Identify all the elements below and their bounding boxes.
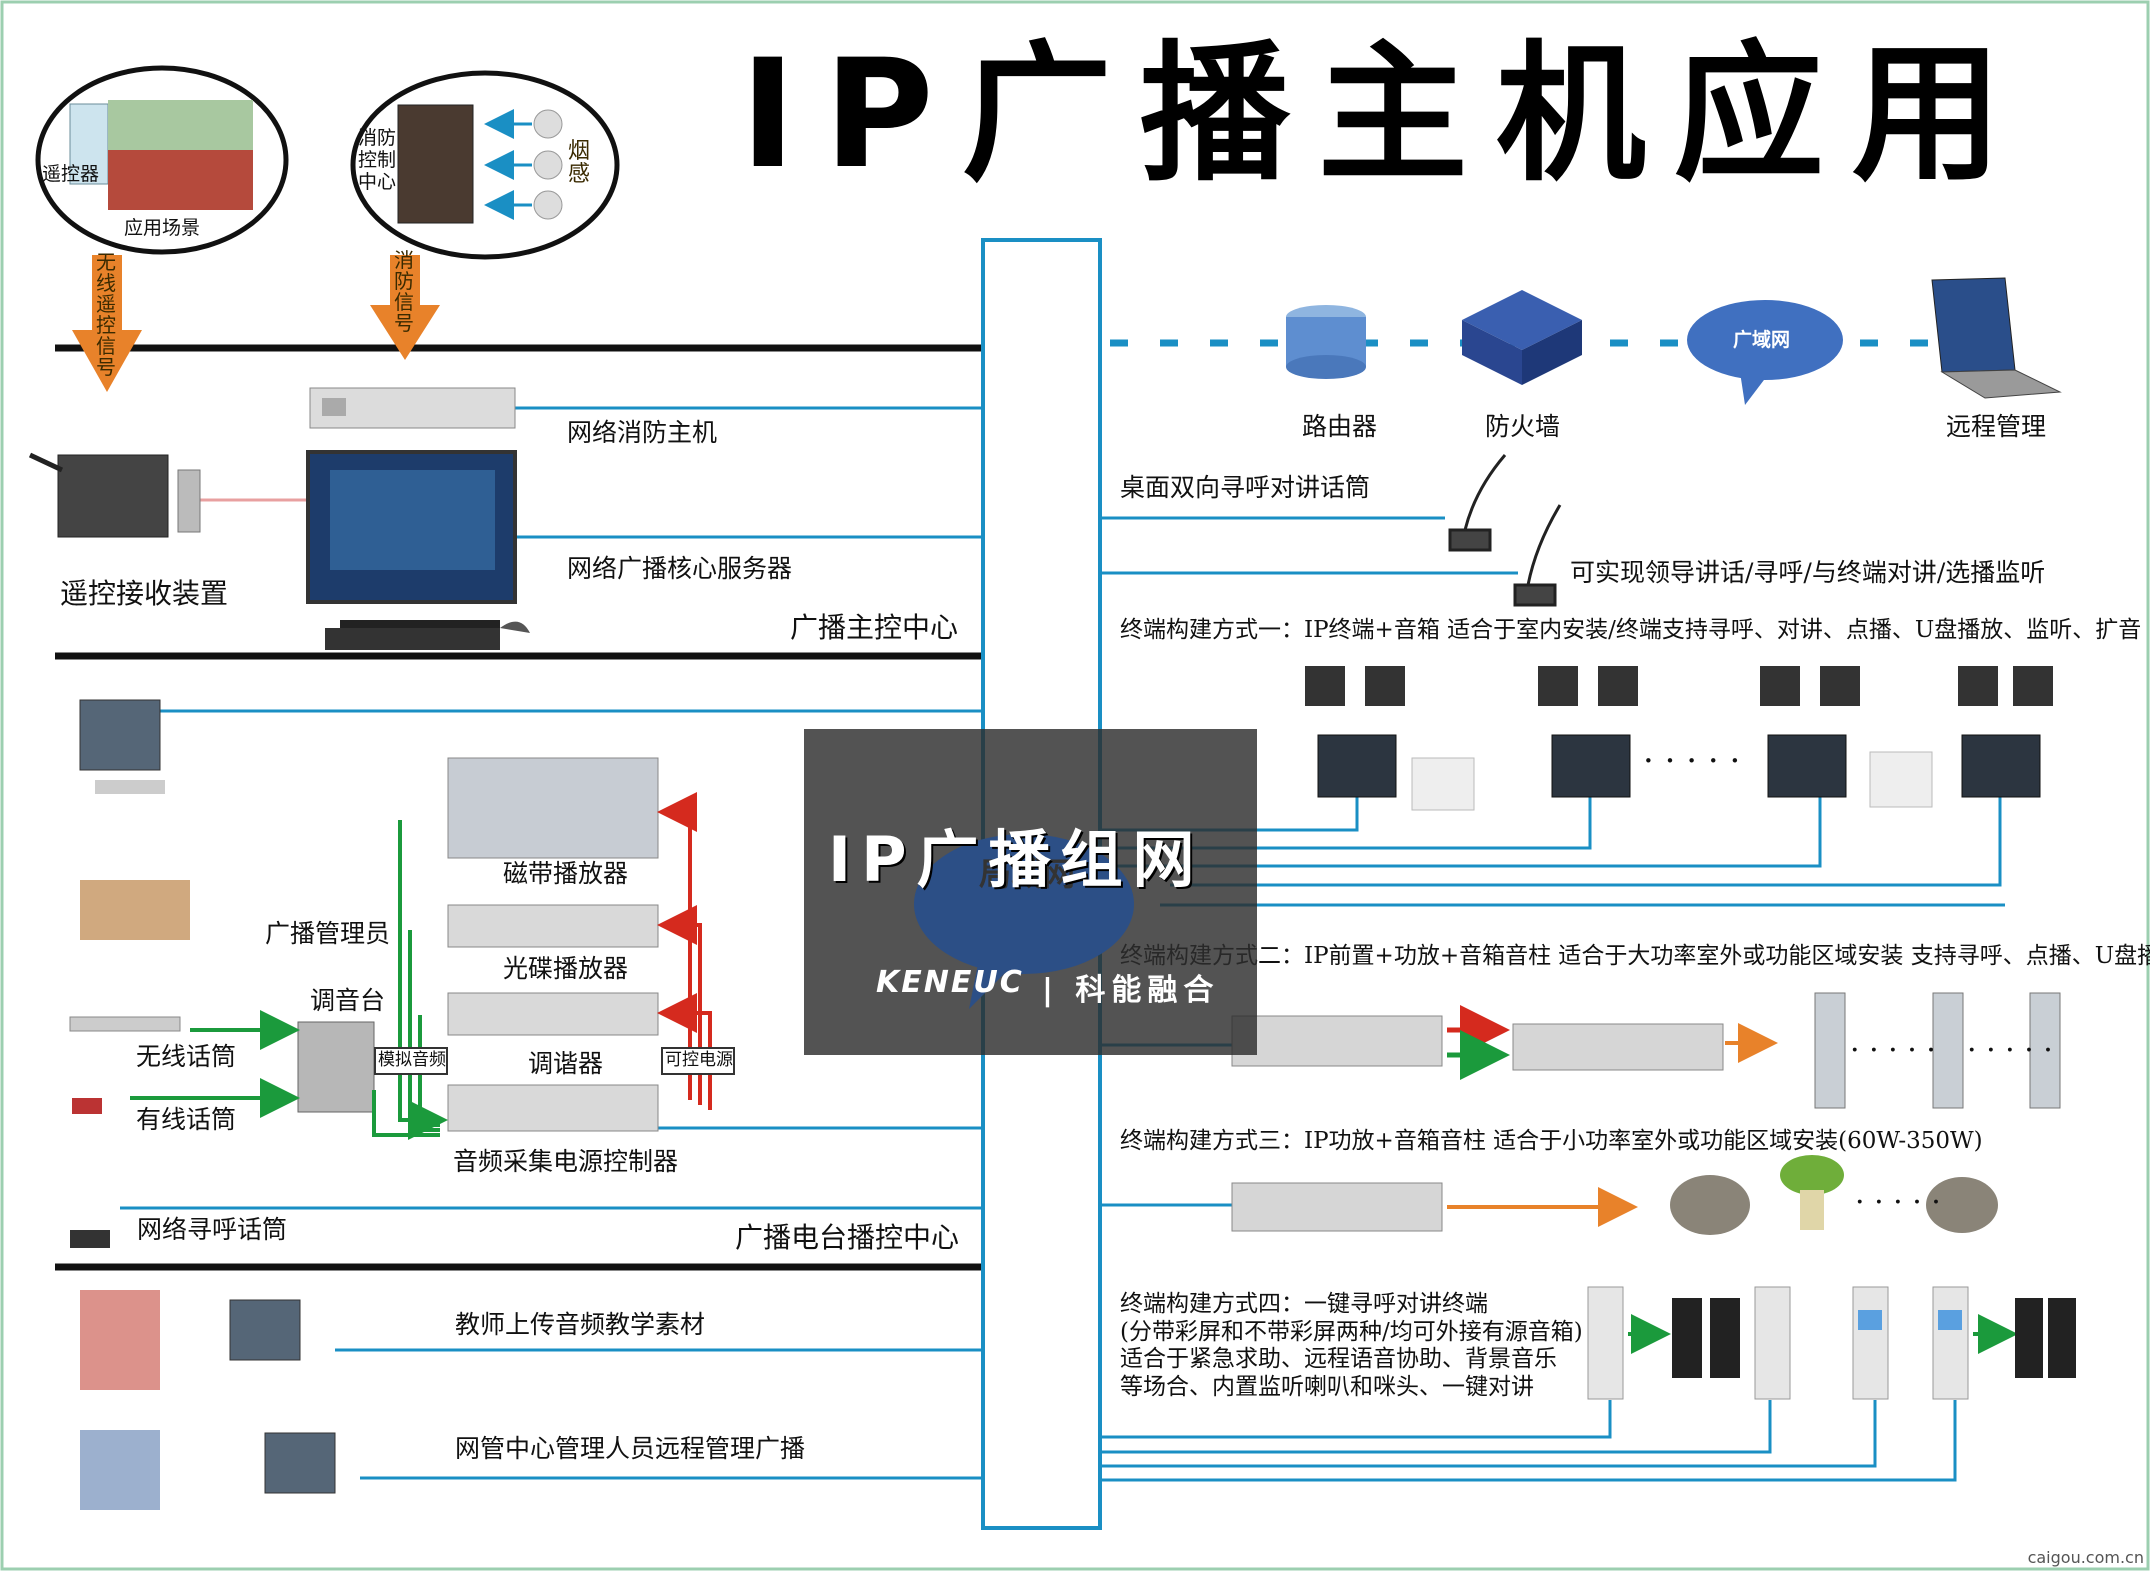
remote-receiver-device: [28, 452, 201, 538]
remote-mgmt-label: 远程管理: [1946, 412, 2047, 441]
left-connections: [120, 406, 983, 1480]
desk-mic-devices: [1448, 454, 1562, 607]
laptop-icon: [1931, 277, 2062, 399]
scene-caption: 应用场景: [124, 217, 201, 239]
fire-center-ellipse: [350, 70, 620, 260]
right-connections: [1100, 516, 2005, 1482]
signal-arrows: [72, 255, 440, 392]
paging-mic-label: 网络寻呼话筒: [137, 1215, 288, 1244]
brand-logo: KENEUC: [876, 965, 1024, 1000]
center-overlay: 局域网 IP广播组网 KENEUC | 科能融合: [804, 729, 1257, 1055]
mode2-devices: · · · · · · · · · ·: [1231, 992, 2061, 1109]
mode4-line4: 等场合、内置监听喇叭和咪头、一键对讲: [1120, 1373, 1534, 1400]
watermark: caigou.com.cn: [2027, 1548, 2144, 1567]
mode1-terminals: · · · · ·: [1305, 666, 2053, 811]
studio-devices: [69, 699, 659, 1510]
router-label: 路由器: [1302, 412, 1378, 441]
lan-cloud-icon: [914, 834, 1134, 1009]
fire-signal-label: 消防信号: [394, 248, 414, 335]
main-control-section-label: 广播主控中心: [790, 611, 959, 644]
core-server-device: [306, 450, 530, 650]
fire-host-label: 网络消防主机: [567, 418, 718, 447]
mode4-line3: 适合于紧急求助、远程语音协助、背景音乐: [1120, 1346, 1557, 1373]
svg-text:· · · · ·: · · · · ·: [1643, 741, 1740, 781]
desk-mic-desc: 可实现领导讲话/寻呼/与终端对讲/选播监听: [1570, 558, 2046, 587]
cd-player-label: 光碟播放器: [503, 954, 629, 983]
scene-ellipse: [35, 65, 289, 255]
page-title: IP广播主机应用: [740, 28, 2030, 202]
netadmin-label: 网管中心管理人员远程管理广播: [455, 1434, 806, 1463]
firewall-icon: [1462, 290, 1582, 385]
overlay-title: IP广播组网: [828, 823, 1205, 896]
analog-audio-tag: 模拟音频: [378, 1050, 446, 1070]
mode1-label: 终端构建方式一：IP终端+音箱 适合于室内安装/终端支持寻呼、对讲、点播、U盘播…: [1120, 617, 2142, 643]
svg-text:· · · · ·: · · · · ·: [1967, 1033, 2053, 1068]
tape-player-label: 磁带播放器: [503, 859, 629, 888]
audio-controller-label: 音频采集电源控制器: [453, 1147, 679, 1176]
wired-mic-label: 有线话筒: [136, 1105, 237, 1134]
studio-arrows: [130, 792, 712, 1140]
firewall-label: 防火墙: [1485, 412, 1561, 441]
fire-center-label: 消防控制中心: [358, 127, 397, 193]
admin-label: 广播管理员: [265, 919, 391, 948]
svg-text:· · · · ·: · · · · ·: [1850, 1033, 1936, 1068]
wan-label: 广域网: [1733, 329, 1791, 351]
wan-cloud-icon: [1687, 300, 1843, 405]
remote-signal-label: 无线遥控信号: [96, 250, 116, 379]
svg-text:· · · · ·: · · · · ·: [1855, 1185, 1941, 1220]
remote-label: 遥控器: [42, 163, 100, 185]
studio-section-label: 广播电台播控中心: [735, 1221, 960, 1254]
wireless-mic-label: 无线话筒: [136, 1042, 237, 1071]
mode2-label: 终端构建方式二：IP前置+功放+音箱音柱 适合于大功率室外或功能区域安装 支持寻…: [1120, 943, 2150, 969]
mixer-label: 调音台: [310, 986, 386, 1015]
remote-receiver-label: 遥控接收装置: [60, 577, 229, 610]
mode3-devices: · · · · ·: [1231, 1155, 1998, 1235]
core-server-label: 网络广播核心服务器: [567, 554, 793, 583]
router-icon: [1286, 305, 1366, 379]
lan-cloud-label: 局域网: [979, 855, 1076, 893]
desk-mic-label: 桌面双向寻呼对讲话筒: [1120, 473, 1371, 502]
mode3-label: 终端构建方式三：IP功放+音箱音柱 适合于小功率室外或功能区域安装(60W-35…: [1120, 1128, 1983, 1154]
backbone-lines: [55, 344, 985, 1271]
brand-name: | 科能融合: [1042, 973, 1220, 1008]
small-tags: [374, 1047, 735, 1075]
tuner-label: 调谐器: [528, 1049, 604, 1078]
power-ctrl-tag: 可控电源: [665, 1050, 733, 1070]
fire-host-device: [309, 387, 516, 429]
smoke-label: 烟感: [568, 139, 591, 188]
mode4-label-block: 终端构建方式四：一键寻呼对讲终端 (分带彩屏和不带彩屏两种/均可外接有源音箱) …: [1120, 1291, 1583, 1401]
mode4-line1: 终端构建方式四：一键寻呼对讲终端: [1120, 1291, 1488, 1317]
mode4-devices: [1587, 1286, 2076, 1400]
mode4-line2: (分带彩屏和不带彩屏两种/均可外接有源音箱): [1120, 1318, 1583, 1345]
teacher-upload-label: 教师上传音频教学素材: [455, 1310, 706, 1339]
